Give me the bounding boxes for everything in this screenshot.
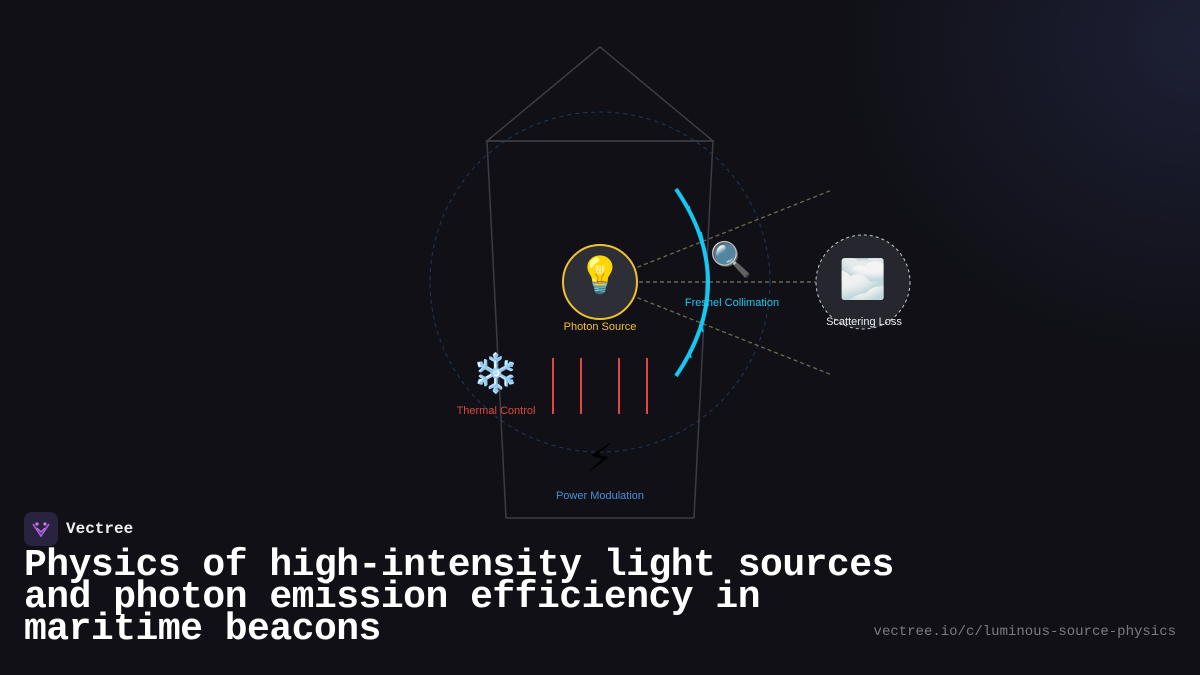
vectree-logo-icon bbox=[24, 512, 58, 546]
thermal-bars bbox=[552, 358, 648, 414]
orbit-circle bbox=[429, 111, 771, 453]
fresnel-label: Fresnel Collimation bbox=[685, 297, 779, 309]
ray-lower bbox=[617, 289, 833, 376]
thermal-label: Thermal Control bbox=[457, 405, 536, 417]
page-url[interactable]: vectree.io/c/luminous-source-physics bbox=[873, 624, 1176, 640]
power-label: Power Modulation bbox=[556, 490, 644, 502]
fresnel-lens-ridges bbox=[688, 205, 709, 359]
fog-icon: 🌫️ bbox=[839, 257, 886, 301]
housing-body bbox=[486, 140, 714, 519]
light-bulb-icon: 💡 bbox=[578, 255, 623, 297]
magnifier-icon: 🔍 bbox=[710, 238, 752, 280]
lightning-icon: ⚡ bbox=[587, 436, 614, 480]
brand[interactable]: Vectree bbox=[24, 512, 133, 546]
scattering-node bbox=[815, 234, 911, 330]
page-title: Physics of high-intensity light sources … bbox=[24, 544, 894, 651]
photon-source-label: Photon Source bbox=[564, 321, 637, 333]
brand-name: Vectree bbox=[66, 520, 134, 538]
housing-roof bbox=[484, 46, 716, 142]
ray-upper bbox=[617, 189, 833, 276]
photon-source-node bbox=[562, 244, 638, 320]
scattering-label: Scattering Loss bbox=[826, 316, 902, 328]
snowflake-icon: ❄️ bbox=[472, 351, 519, 395]
